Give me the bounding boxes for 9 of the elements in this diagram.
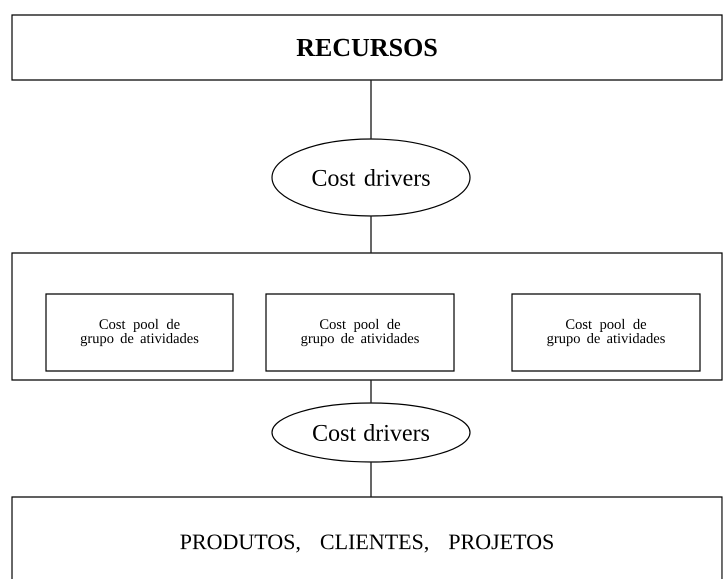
resource-box: RECURSOS (11, 14, 723, 81)
connector-line (370, 216, 372, 252)
connector-line (370, 80, 372, 138)
output-box: PRODUTOS, CLIENTES, PROJETOS (11, 496, 723, 579)
connector-line (370, 380, 372, 402)
cost-pool-box: Cost pool de grupo de atividades (265, 293, 455, 372)
cost-pool-box: Cost pool de grupo de atividades (45, 293, 234, 372)
cost-pool-box: Cost pool de grupo de atividades (511, 293, 701, 372)
connector-line (370, 462, 372, 496)
